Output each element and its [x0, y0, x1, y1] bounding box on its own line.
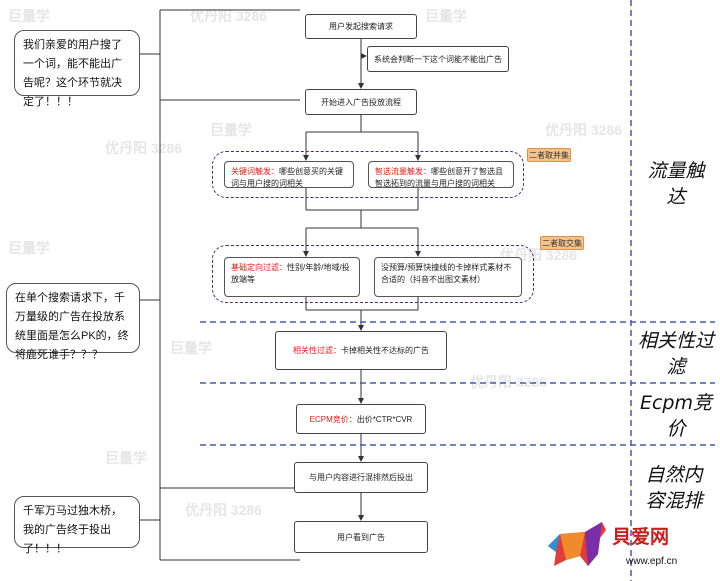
note-bottom-text: 千军万马过独木桥，我的广告终于投出了！！！: [23, 505, 122, 555]
union-tag: 二者取并集: [527, 148, 571, 162]
intersection-tag-label: 二者取交集: [542, 238, 582, 248]
brand-corner-logo: 貝爱网: [612, 526, 670, 548]
smart-traffic-box: 智选流量触发：哪些创意开了智选且智选拓到的流量与用户搜的词相关: [368, 161, 514, 188]
base-targeting-text: 性别/年龄/地域/投放端等: [231, 263, 350, 284]
step-start-label: 开始进入广告投放流程: [321, 97, 401, 107]
watermark: 巨量学: [210, 122, 252, 138]
step-start-flow: 开始进入广告投放流程: [305, 89, 417, 115]
watermark: 巨量学: [170, 340, 212, 356]
note-top-text: 我们亲爱的用户搜了一个词，能不能出广告呢？这个环节就决定了！！！: [23, 39, 122, 108]
base-targeting-box: 基础定向过滤：性别/年龄/地域/投放端等: [224, 257, 360, 297]
relevance-label: 相关性过滤：: [293, 346, 341, 355]
keyword-trigger-box: 关键词触发：哪些创意买的关键词与用户搜的词相关: [224, 161, 354, 188]
ecpm-text: 出价*CTR*CVR: [356, 414, 413, 424]
budget-filter-box: 没预算/预算快撞线的卡掉样式素材不合适的（抖音不出图文素材）: [374, 257, 522, 297]
section-relevance: 相关性过滤: [637, 330, 714, 378]
union-group: [212, 151, 524, 198]
watermark: 优丹阳 3286: [545, 122, 623, 138]
bull-logo-icon: [548, 522, 606, 566]
watermark: 优丹阳 3286: [185, 502, 263, 518]
note-top: 我们亲爱的用户搜了一个词，能不能出广告呢？这个环节就决定了！！！: [14, 30, 140, 108]
step-system-check-label: 系统会判断一下这个词能不能出广告: [374, 54, 502, 64]
intersection-group: [212, 245, 534, 303]
intersection-tag: 二者取交集: [540, 236, 584, 250]
union-tag-label: 二者取并集: [529, 150, 569, 160]
note-middle: 在单个搜索请求下，千万量级的广告在投放系统里面是怎么PK的，终将鹿死谁手？？？: [6, 283, 140, 361]
note-bottom: 千军万马过独木桥，我的广告终于投出了！！！: [14, 496, 140, 555]
step-search-request: 用户发起搜索请求: [305, 14, 417, 39]
step-system-check: 系统会判断一下这个词能不能出广告: [367, 46, 509, 72]
watermark: 巨量学: [425, 8, 467, 24]
base-targeting-label: 基础定向过滤：: [231, 263, 287, 272]
user-sees-label: 用户看到广告: [337, 532, 385, 542]
section-ecpm: Ecpm竞价: [639, 392, 713, 440]
section-traffic: 流量触达: [647, 160, 705, 208]
step-search-label: 用户发起搜索请求: [329, 22, 393, 31]
step-mix-delivery: 与用户内容进行混排然后投出: [294, 462, 428, 493]
step-relevance-filter: 相关性过滤：卡掉相关性不达标的广告: [275, 331, 447, 370]
watermark: 优丹阳 3286: [105, 140, 183, 156]
keyword-trigger-label: 关键词触发：: [231, 167, 279, 176]
watermark: 巨量学: [105, 450, 147, 466]
watermark: 巨量学: [8, 8, 50, 24]
mix-label: 与用户内容进行混排然后投出: [309, 473, 413, 482]
smart-traffic-text: 哪些创意开了智选且智选拓到的流量与用户搜的词相关: [375, 167, 503, 188]
keyword-trigger-text: 哪些创意买的关键词与用户搜的词相关: [231, 167, 343, 188]
step-user-sees-ad: 用户看到广告: [294, 521, 428, 553]
watermark: 巨量学: [8, 240, 50, 256]
watermark: 优丹阳 3286: [470, 374, 548, 390]
relevance-text: 卡掉相关性不达标的广告: [341, 346, 429, 355]
section-mix: 自然内容混排: [645, 464, 703, 512]
ecpm-label: ECPM竞价：: [309, 414, 357, 424]
step-ecpm-bidding: ECPM竞价：出价*CTR*CVR: [296, 404, 426, 434]
watermark: 优丹阳 3286: [190, 8, 268, 24]
smart-traffic-label: 智选流量触发：: [375, 167, 431, 176]
note-middle-text: 在单个搜索请求下，千万量级的广告在投放系统里面是怎么PK的，终将鹿死谁手？？？: [15, 292, 129, 361]
budget-filter-text: 没预算/预算快撞线的卡掉样式素材不合适的（抖音不出图文素材）: [381, 263, 512, 284]
brand-url: www.epf.cn: [626, 556, 678, 567]
